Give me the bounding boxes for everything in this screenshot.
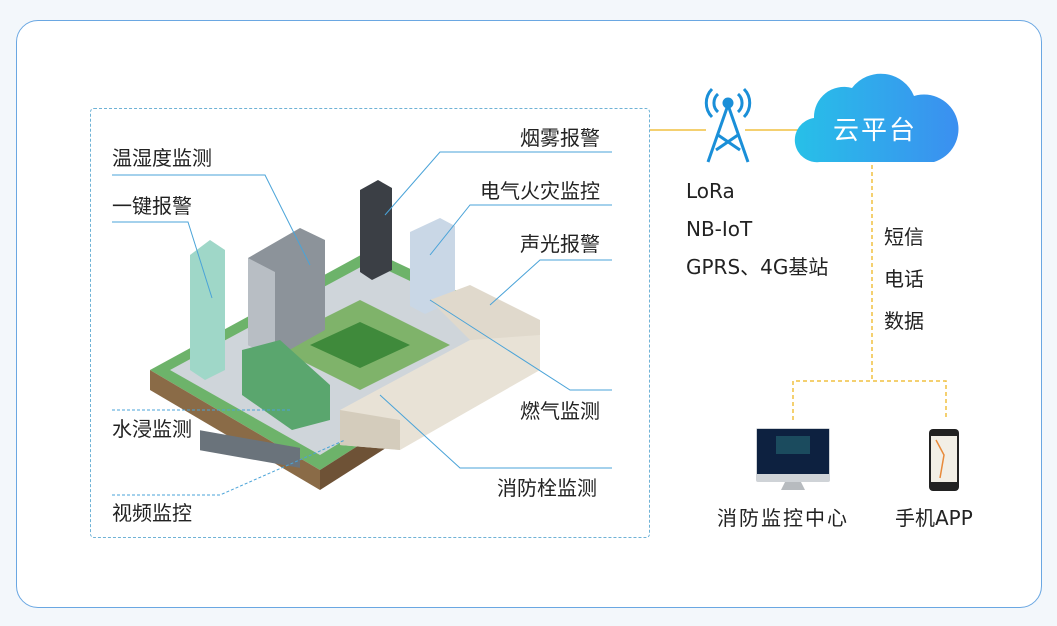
- label-electrical-fire: 电气火灾监控: [480, 179, 600, 203]
- network-gprs-4g: GPRS、4G基站: [686, 255, 829, 279]
- label-gas-monitor: 燃气监测: [520, 399, 600, 423]
- leader-lines: [112, 151, 612, 496]
- label-temp-humidity: 温湿度监测: [112, 146, 212, 170]
- label-smoke-alarm: 烟雾报警: [520, 126, 600, 150]
- channel-sms: 短信: [884, 225, 924, 249]
- channel-phone: 电话: [884, 267, 924, 291]
- network-lora: LoRa: [686, 179, 735, 203]
- channel-data: 数据: [884, 309, 924, 333]
- cloud-icon: [794, 73, 959, 163]
- endpoint-control-center: 消防监控中心: [717, 506, 849, 530]
- campus-dashed-box: [90, 108, 650, 538]
- campus-illustration: [150, 180, 540, 490]
- label-sound-light-alarm: 声光报警: [520, 232, 600, 256]
- label-video-monitor: 视频监控: [112, 501, 192, 525]
- label-water-leak: 水浸监测: [112, 417, 192, 441]
- label-panic-alarm: 一键报警: [112, 194, 192, 218]
- monitor-icon: [756, 428, 830, 490]
- endpoint-mobile-app: 手机APP: [895, 506, 973, 530]
- label-hydrant-monitor: 消防栓监测: [497, 476, 597, 500]
- phone-icon: [929, 429, 959, 491]
- cloud-platform-label: 云平台: [832, 116, 917, 146]
- cell-tower-icon: [704, 87, 752, 163]
- network-nbiot: NB-IoT: [686, 217, 753, 241]
